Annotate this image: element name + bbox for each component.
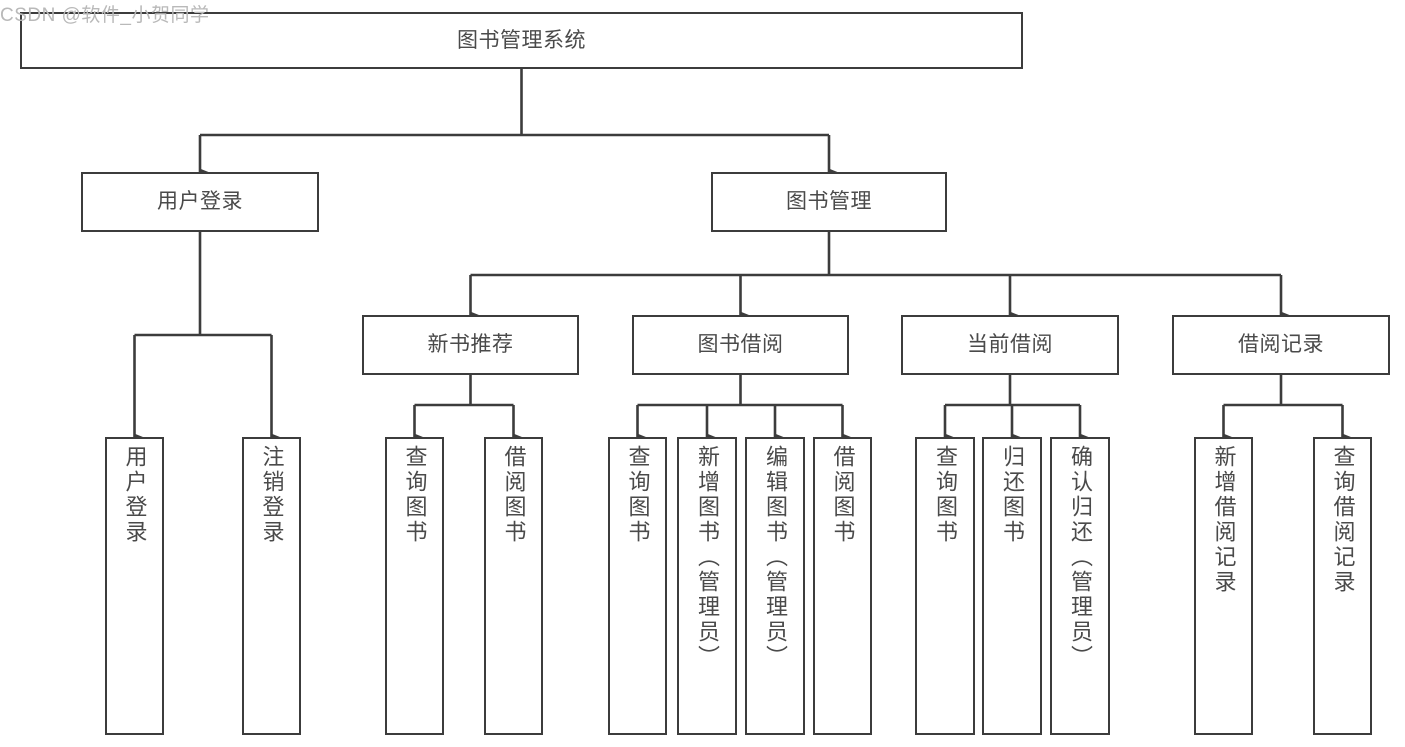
node-label: 新增借阅记录 (1211, 445, 1237, 595)
node-label: 借阅记录 (1238, 333, 1324, 357)
node-label: 注销登录 (259, 445, 285, 545)
node-leaf-confirm-return[interactable]: 确认归还（管理员） (1050, 437, 1110, 735)
node-leaf-logout[interactable]: 注销登录 (242, 437, 301, 735)
node-leaf-user-login[interactable]: 用户登录 (105, 437, 164, 735)
node-book-borrow[interactable]: 图书借阅 (632, 315, 849, 375)
node-leaf-add-record[interactable]: 新增借阅记录 (1194, 437, 1253, 735)
node-label: 用户登录 (157, 190, 243, 214)
node-label: 当前借阅 (967, 333, 1053, 357)
node-label: 归还图书 (1000, 445, 1025, 545)
node-label: 新增图书（管理员） (695, 445, 720, 670)
node-label: 图书管理 (786, 190, 872, 214)
node-label: 查询图书 (625, 445, 651, 545)
node-leaf-query-book-3[interactable]: 查询图书 (915, 437, 975, 735)
node-leaf-add-book[interactable]: 新增图书（管理员） (677, 437, 737, 735)
edges-group (133, 69, 1351, 441)
node-user-login[interactable]: 用户登录 (81, 172, 319, 232)
node-leaf-borrow-book-1[interactable]: 借阅图书 (484, 437, 543, 735)
node-leaf-return-book[interactable]: 归还图书 (982, 437, 1042, 735)
node-label: 新书推荐 (427, 333, 514, 357)
node-label: 借阅图书 (830, 445, 856, 545)
node-leaf-query-book-1[interactable]: 查询图书 (385, 437, 444, 735)
node-label: 查询图书 (933, 445, 958, 545)
node-leaf-query-record[interactable]: 查询借阅记录 (1313, 437, 1372, 735)
node-borrow-record[interactable]: 借阅记录 (1172, 315, 1390, 375)
csdn-watermark: CSDN @软件_小贺同学 (0, 5, 210, 26)
node-leaf-query-book-2[interactable]: 查询图书 (608, 437, 667, 735)
node-leaf-edit-book[interactable]: 编辑图书（管理员） (745, 437, 805, 735)
node-label: 用户登录 (122, 445, 148, 545)
node-label: 借阅图书 (501, 445, 527, 545)
node-root[interactable]: 图书管理系统 (20, 12, 1023, 69)
node-label: 确认归还（管理员） (1068, 445, 1093, 670)
node-label: 编辑图书（管理员） (763, 445, 788, 670)
node-book-manage[interactable]: 图书管理 (711, 172, 947, 232)
node-label: 查询借阅记录 (1330, 445, 1356, 595)
node-label: 查询图书 (402, 445, 428, 545)
node-label: 图书管理系统 (457, 28, 586, 52)
node-new-book-rec[interactable]: 新书推荐 (362, 315, 579, 375)
node-label: 图书借阅 (697, 333, 784, 357)
node-leaf-borrow-book-2[interactable]: 借阅图书 (813, 437, 872, 735)
node-current-borrow[interactable]: 当前借阅 (901, 315, 1119, 375)
